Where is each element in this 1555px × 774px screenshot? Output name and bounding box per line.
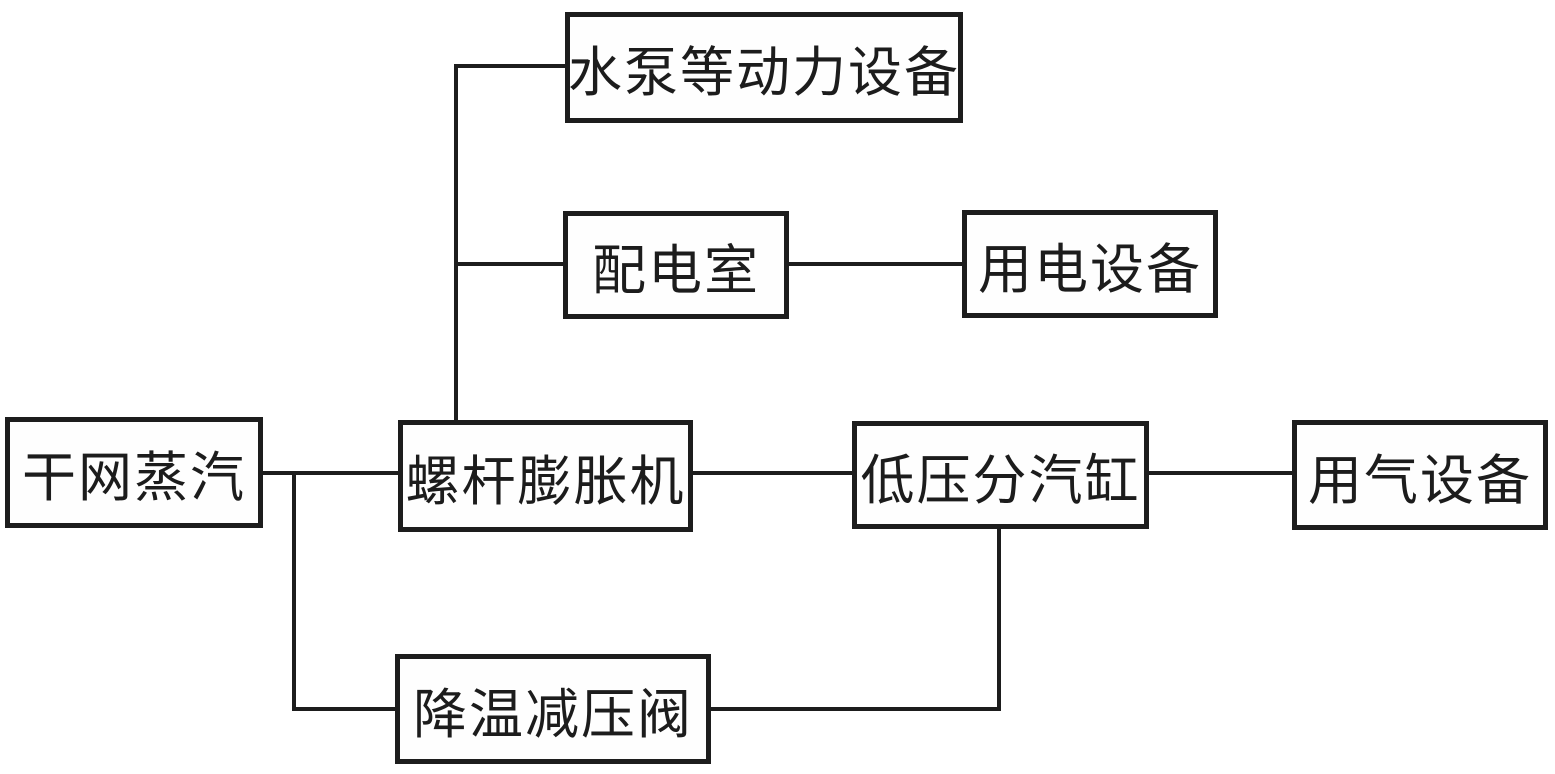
- node-screw-expander: 螺杆膨胀机: [398, 420, 693, 532]
- edge-expander-to-cylinder: [692, 471, 852, 475]
- node-pressure-reducing-valve: 降温减压阀: [395, 654, 711, 764]
- node-lp-steam-cylinder: 低压分汽缸: [852, 421, 1149, 529]
- edge-steam-to-expander: [262, 471, 398, 475]
- edge-expander-riser-vertical: [454, 64, 458, 420]
- node-gas-equipment: 用气设备: [1292, 420, 1548, 530]
- edge-cylinder-to-gas: [1148, 471, 1292, 475]
- edge-expander-to-pump-horizontal: [454, 64, 565, 68]
- edge-steam-branch-vertical: [292, 471, 296, 711]
- edge-cylinder-drop-vertical: [997, 528, 1001, 711]
- node-main-network-steam: 干网蒸汽: [5, 417, 263, 528]
- edge-valve-to-cylinder-horizontal: [710, 707, 1001, 711]
- edge-distribution-to-electric: [788, 262, 962, 266]
- node-pump-power-equipment: 水泵等动力设备: [565, 12, 963, 123]
- edge-steam-branch-to-valve: [292, 707, 395, 711]
- node-electric-equipment: 用电设备: [962, 210, 1218, 318]
- node-distribution-room: 配电室: [563, 211, 789, 319]
- edge-riser-to-distribution-horizontal: [454, 262, 563, 266]
